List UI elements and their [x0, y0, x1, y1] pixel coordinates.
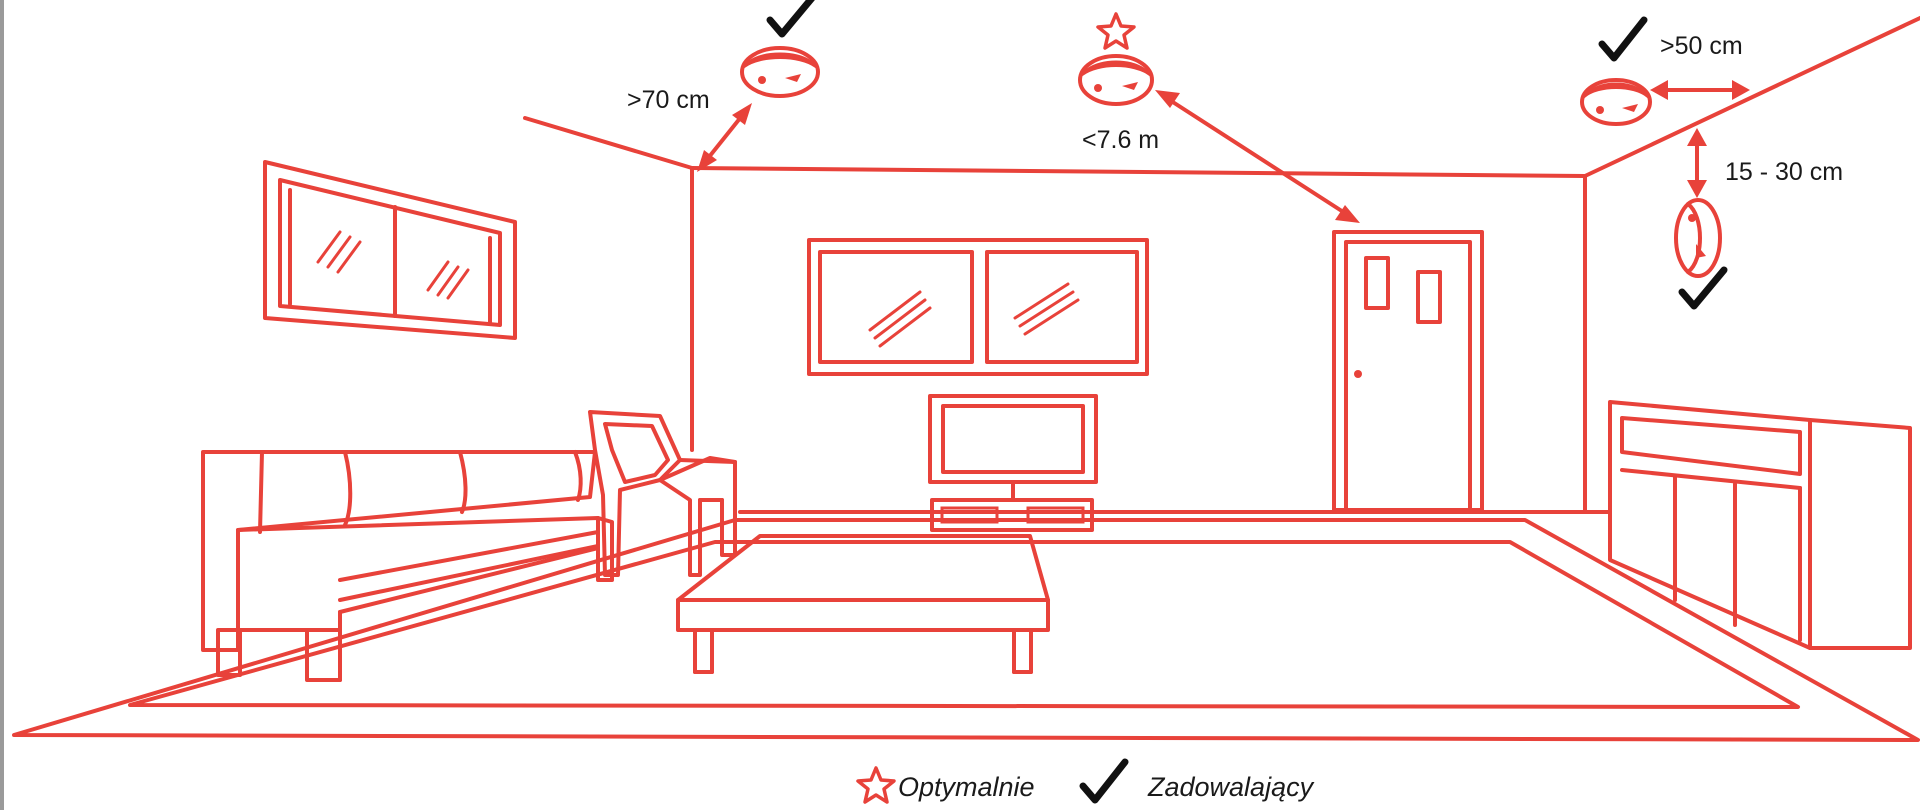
checkmark-icon	[1079, 758, 1129, 804]
star-icon	[1096, 12, 1136, 50]
tv-set	[928, 394, 1098, 532]
checkmark-icon	[1598, 16, 1648, 62]
arrow-15-30cm	[1687, 128, 1707, 198]
smoke-detector-icon	[1078, 54, 1154, 106]
label-70cm: >70 cm	[627, 86, 710, 114]
checkmark-icon	[766, 0, 815, 38]
left-window	[263, 160, 517, 340]
label-15-30cm: 15 - 30 cm	[1725, 158, 1843, 186]
coffee-table	[676, 534, 1050, 674]
label-76m: <7.6 m	[1082, 126, 1159, 154]
door	[1332, 230, 1484, 512]
legend-optimal-label: Optymalnie	[898, 772, 1035, 802]
back-window	[807, 238, 1149, 376]
legend: Optymalnie Zadowalający	[856, 758, 1315, 804]
sofa	[201, 450, 614, 682]
checkmark-icon	[1678, 266, 1728, 310]
arrow-76m	[1155, 90, 1360, 223]
left-edge-bar	[0, 0, 4, 810]
star-icon	[856, 766, 896, 804]
smoke-detector-icon	[1580, 78, 1652, 126]
armchair	[588, 410, 737, 577]
arrow-50cm	[1650, 80, 1750, 100]
cabinet	[1608, 400, 1912, 650]
label-50cm: >50 cm	[1660, 32, 1743, 60]
legend-acceptable-label: Zadowalający	[1147, 772, 1315, 802]
smoke-detector-icon	[740, 46, 820, 98]
arrow-70cm	[697, 103, 752, 172]
smoke-detector-icon	[1674, 198, 1722, 278]
